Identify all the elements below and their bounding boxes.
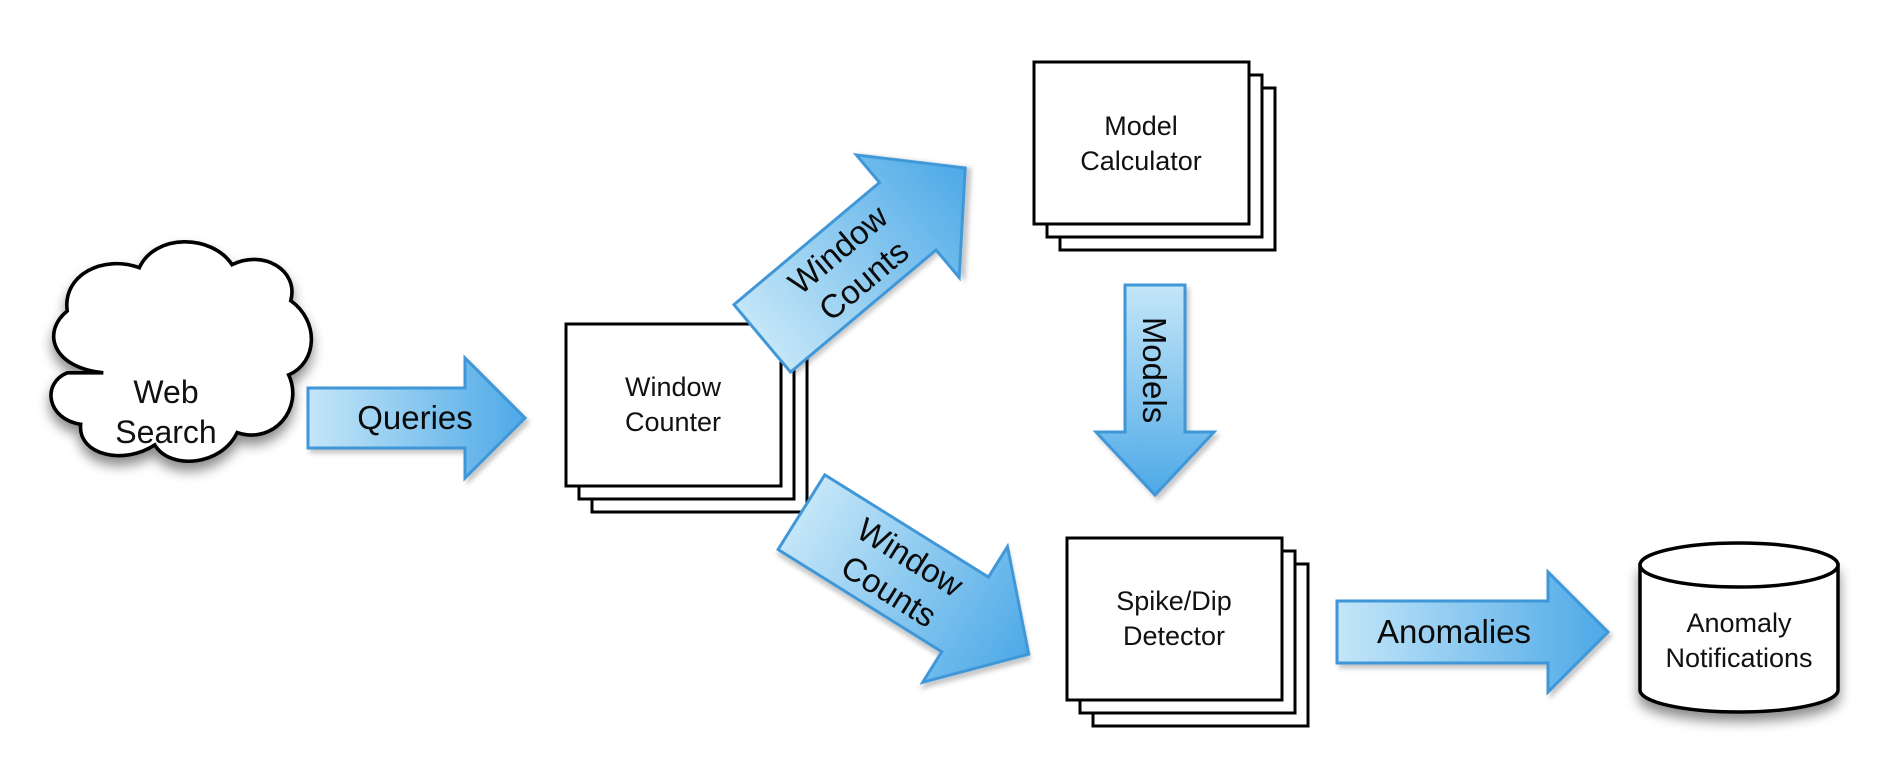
anomalies-arrow: Anomalies bbox=[1335, 568, 1611, 696]
model-calculator-label-line1: Model bbox=[1104, 111, 1178, 141]
model-calculator-front-page bbox=[1032, 60, 1251, 226]
spike-dip-detector-label-line1: Spike/Dip bbox=[1116, 586, 1232, 616]
web-search-label-line2: Search bbox=[115, 414, 216, 450]
model-calculator-node: Model Calculator bbox=[1032, 60, 1277, 252]
queries-arrow-shape bbox=[306, 354, 528, 482]
spike-dip-detector-node: Spike/Dip Detector bbox=[1065, 536, 1310, 728]
spike-dip-detector-front-page bbox=[1065, 536, 1284, 702]
spike-dip-detector-label-line2: Detector bbox=[1123, 621, 1225, 651]
cloud-shape bbox=[49, 240, 314, 463]
queries-arrow-label: Queries bbox=[357, 399, 473, 436]
models-arrow: Models bbox=[1092, 283, 1218, 498]
queries-arrow: Queries bbox=[306, 354, 528, 482]
window-counter-node: Window Counter bbox=[564, 322, 809, 514]
models-arrow-shape bbox=[1092, 283, 1218, 498]
window-counter-label-line1: Window bbox=[625, 372, 722, 402]
anomaly-notifications-label-line2: Notifications bbox=[1665, 643, 1812, 673]
web-search-node: Web Search bbox=[49, 240, 314, 463]
window-counter-label-line2: Counter bbox=[625, 407, 721, 437]
window-counts-up-arrow-shape bbox=[731, 152, 967, 375]
anomalies-arrow-shape bbox=[1335, 568, 1611, 696]
window-counter-front-page bbox=[564, 322, 783, 488]
anomaly-notifications-node: Anomaly Notifications bbox=[1638, 541, 1840, 714]
model-calculator-label-line2: Calculator bbox=[1080, 146, 1202, 176]
anomalies-arrow-label: Anomalies bbox=[1377, 613, 1531, 650]
models-arrow-label: Models bbox=[1136, 317, 1173, 423]
web-search-label-line1: Web bbox=[133, 374, 198, 410]
cylinder-body bbox=[1638, 563, 1840, 714]
anomaly-notifications-label-line1: Anomaly bbox=[1686, 608, 1792, 638]
cylinder-top bbox=[1638, 541, 1840, 589]
window-counts-down-arrow-shape bbox=[776, 472, 1031, 685]
